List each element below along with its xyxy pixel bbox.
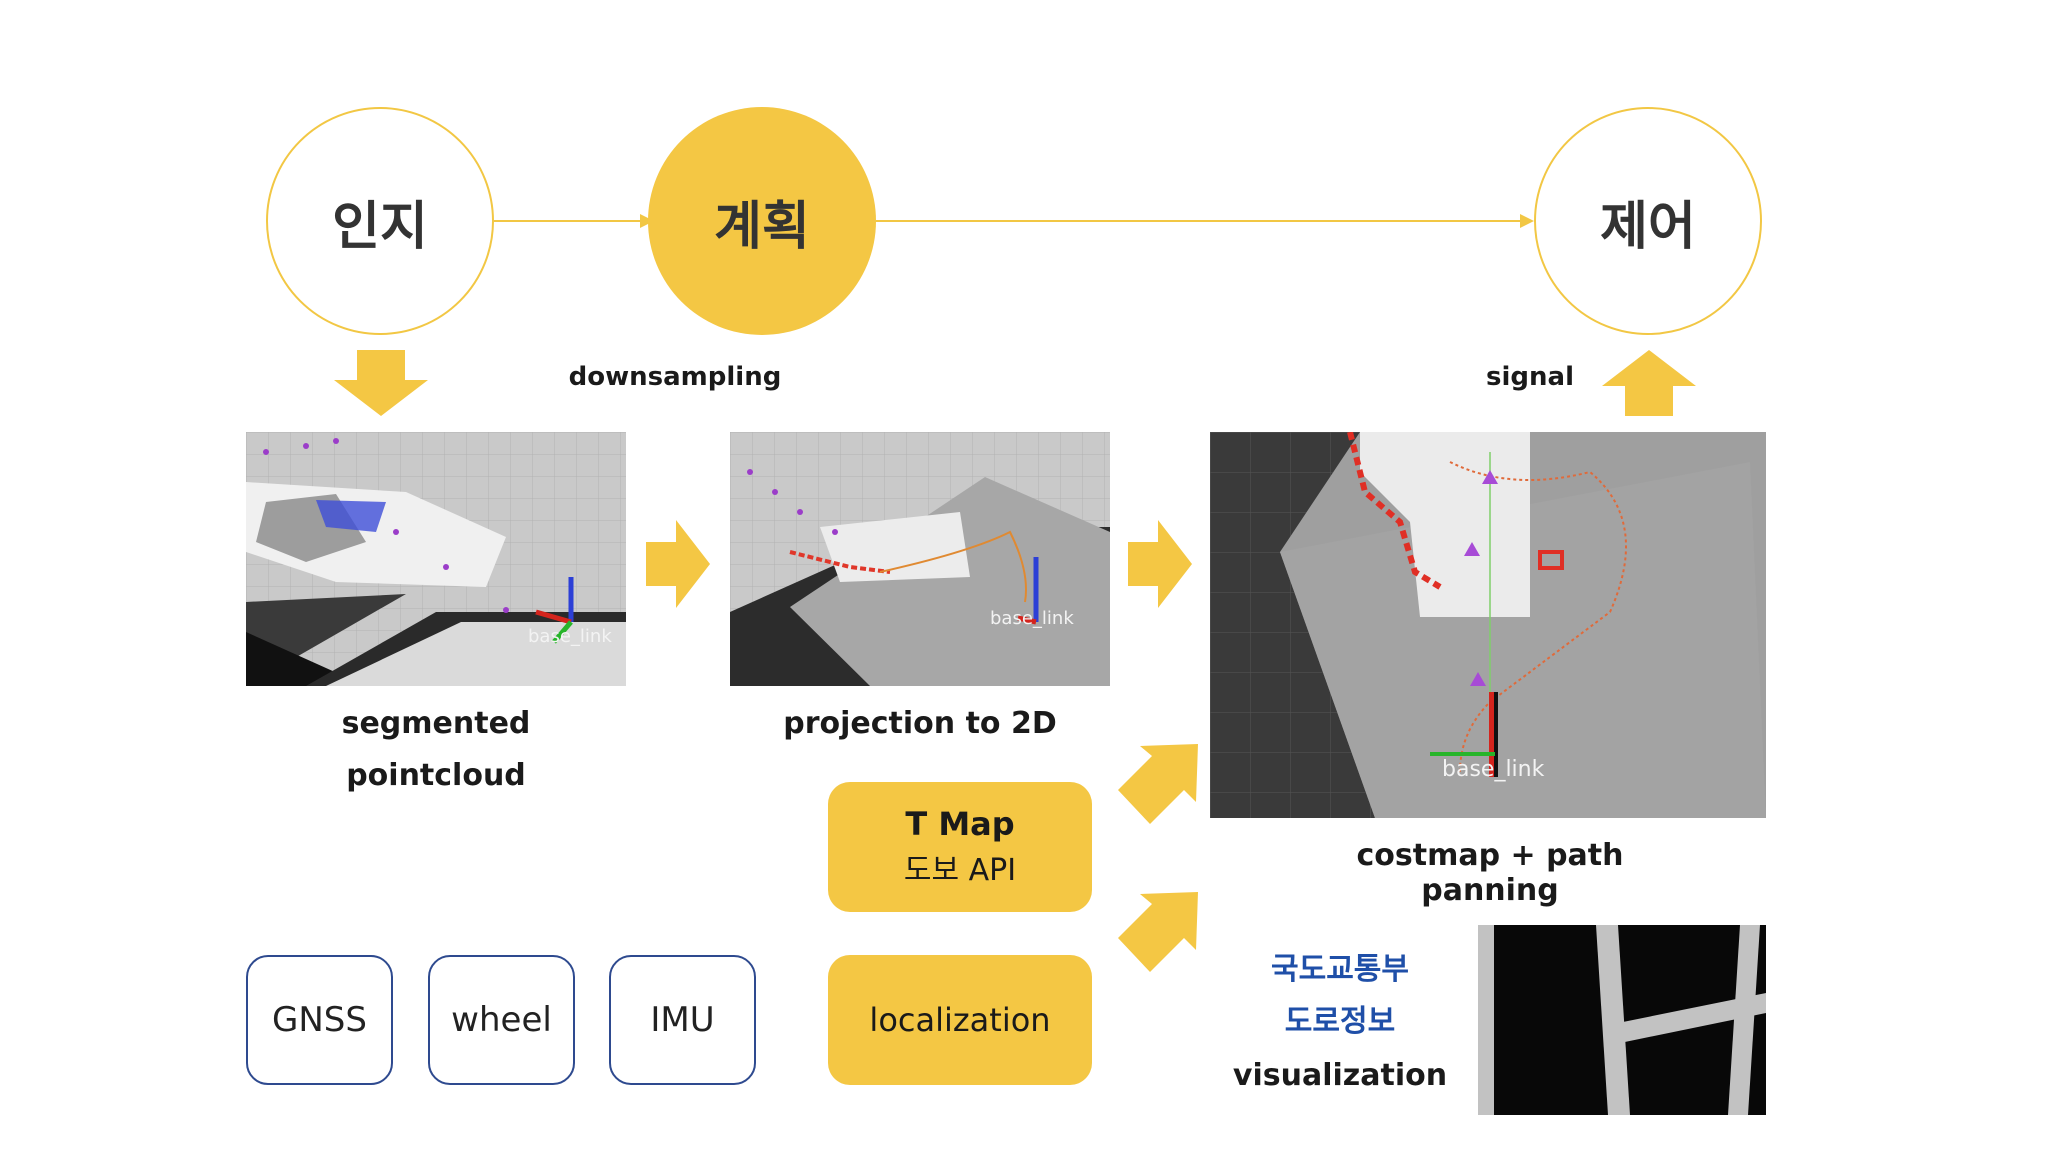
planning-label: 계획 — [714, 196, 810, 257]
tmap-title: T Map — [905, 805, 1015, 843]
control-stage: 제어 — [1534, 107, 1762, 335]
diagonal-arrow-icon-lower — [1118, 892, 1198, 972]
right-arrow-icon-2 — [1128, 520, 1192, 608]
sensor-gnss-label: GNSS — [272, 1000, 367, 1040]
perception-stage: 인지 — [266, 107, 494, 335]
costmap-caption: costmap + path panning — [1356, 838, 1624, 908]
up-arrow-icon — [1602, 350, 1696, 416]
signal-label: signal — [1486, 362, 1574, 392]
diagonal-arrow-icon-upper — [1118, 744, 1198, 824]
right-arrow-icon — [646, 520, 710, 608]
sensor-wheel: wheel — [428, 955, 575, 1085]
localization-label: localization — [869, 1001, 1051, 1039]
segmented-caption-line2: pointcloud — [346, 758, 526, 793]
down-arrow-icon — [334, 350, 428, 416]
tmap-box: T Map 도보 API — [828, 782, 1092, 912]
perception-label: 인지 — [332, 196, 428, 257]
road-map-image — [1478, 925, 1766, 1115]
control-label: 제어 — [1600, 196, 1696, 257]
costmap-path-image: base_link — [1210, 432, 1766, 818]
base-link-label-1: base_link — [528, 626, 612, 647]
localization-box: localization — [828, 955, 1092, 1085]
segmented-pointcloud-image: base_link — [246, 432, 626, 686]
projection-caption: projection to 2D — [783, 706, 1057, 741]
sensor-gnss: GNSS — [246, 955, 393, 1085]
sensor-wheel-label: wheel — [451, 1000, 552, 1040]
sensor-imu: IMU — [609, 955, 756, 1085]
segmented-caption-line1: segmented — [341, 706, 531, 741]
planning-stage: 계획 — [648, 107, 876, 335]
tmap-subtitle: 도보 API — [903, 853, 1017, 888]
road-info-line1: 국도교통부 — [1271, 952, 1409, 987]
road-info-line2: 도로정보 — [1284, 1004, 1396, 1039]
base-link-label-3: base_link — [1442, 757, 1545, 782]
road-info-line3: visualization — [1232, 1058, 1448, 1093]
downsampling-label: downsampling — [568, 362, 782, 392]
sensor-imu-label: IMU — [650, 1000, 715, 1040]
base-link-label-2: base_link — [990, 608, 1074, 629]
projection-2d-image: base_link — [730, 432, 1110, 686]
